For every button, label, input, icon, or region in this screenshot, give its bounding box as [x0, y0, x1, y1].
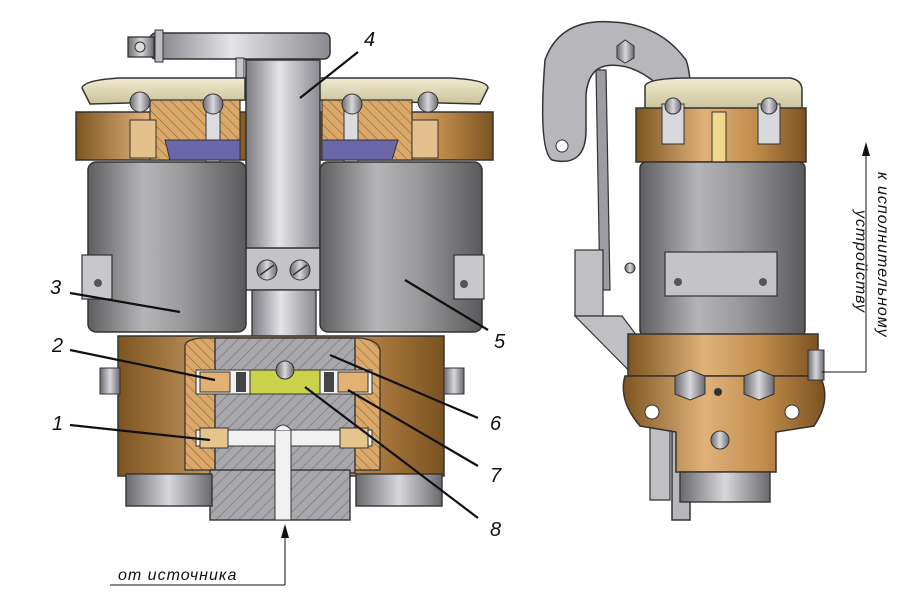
left-sectional-view: от источника 1 2 3 4 5 6 7 8: [50, 29, 506, 586]
callout-8: 8: [490, 519, 501, 541]
callout-7: 7: [490, 465, 502, 487]
right-coil: [319, 161, 485, 333]
right-side-view: к исполнительному устройству: [541, 20, 891, 521]
nameplate: [664, 251, 778, 297]
lever-arm: [595, 69, 611, 291]
side-valve-body: [622, 375, 826, 473]
left-bottom-nut: [125, 473, 213, 507]
arrow-up-icon: [281, 524, 289, 538]
top-link-rod: [127, 29, 331, 89]
armature-stem: [251, 289, 317, 341]
yoke-plate: [243, 59, 323, 291]
valve-section: [184, 337, 381, 521]
arrow-up-icon: [862, 142, 870, 156]
right-bottom-nut: [355, 473, 443, 507]
left-coil: [81, 161, 247, 333]
callout-1: 1: [52, 413, 63, 435]
side-coil: [639, 161, 806, 337]
callout-4: 4: [364, 29, 375, 51]
outlet-caption-line1: к исполнительному: [874, 172, 891, 338]
top-caps: [81, 77, 489, 105]
inlet-arrow: [110, 524, 289, 586]
callout-leaders: [69, 51, 489, 519]
right-brass-top: [317, 91, 494, 169]
callout-5: 5: [494, 331, 506, 353]
callout-2: 2: [51, 335, 63, 357]
callout-6: 6: [490, 413, 502, 435]
left-brass-top: [75, 91, 252, 169]
inlet-caption: от источника: [118, 567, 237, 584]
callout-3: 3: [50, 277, 61, 299]
outlet-arrow: [822, 142, 870, 373]
outlet-caption-line2: устройству: [852, 209, 869, 313]
